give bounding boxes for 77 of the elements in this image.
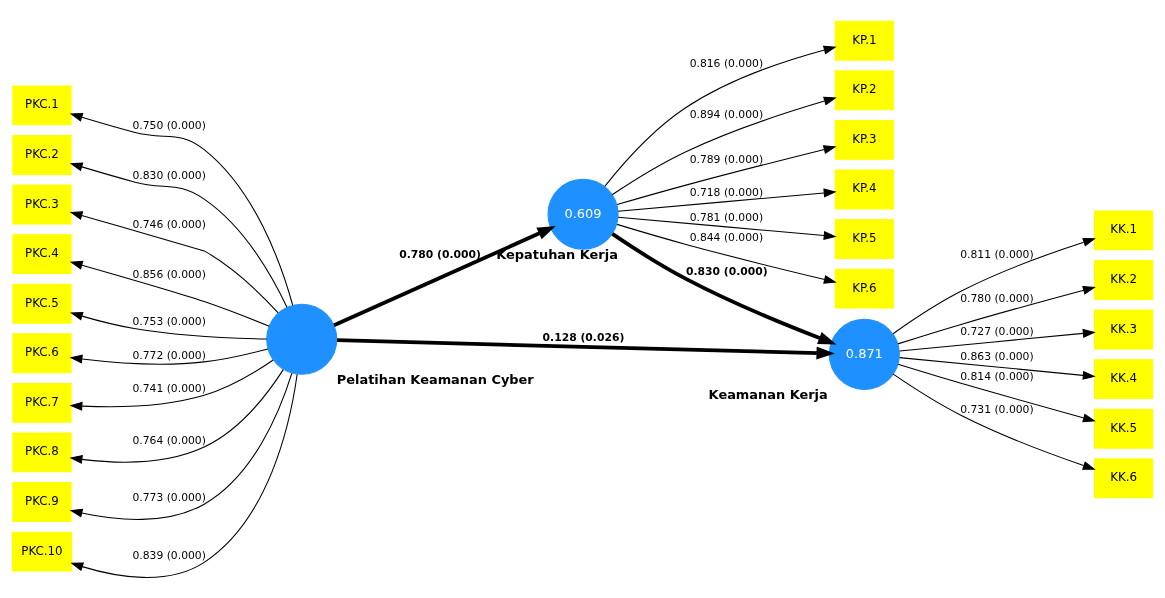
edge-label: 0.731 (0.000) bbox=[960, 402, 1034, 416]
arrow bbox=[337, 337, 835, 359]
node-box: KP.2 bbox=[834, 69, 894, 110]
node-box: PKC.4 bbox=[12, 233, 72, 274]
node-box: PKC.8 bbox=[12, 432, 72, 472]
node-box: KK.4 bbox=[1093, 358, 1154, 399]
arrow bbox=[69, 260, 270, 327]
edge-label: 0.814 (0.000) bbox=[960, 369, 1034, 383]
edge-label: 0.718 (0.000) bbox=[689, 185, 764, 199]
arrow bbox=[897, 363, 1096, 422]
arrow bbox=[333, 225, 556, 327]
node-box: KP.5 bbox=[834, 218, 894, 259]
edge-label: 0.753 (0.000) bbox=[132, 314, 206, 328]
arrow bbox=[617, 187, 837, 212]
edge-label: 0.839 (0.000) bbox=[132, 548, 206, 562]
node-box: KK.6 bbox=[1093, 457, 1154, 498]
node-box: KP.1 bbox=[834, 20, 894, 61]
edge-label: 0.746 (0.000) bbox=[132, 217, 206, 231]
edge-label: 0.780 (0.000) bbox=[960, 291, 1034, 305]
edge-label: 0.856 (0.000) bbox=[132, 267, 206, 281]
edge-label: 0.844 (0.000) bbox=[689, 230, 764, 244]
arrow bbox=[892, 237, 1096, 334]
node-box: PKC.5 bbox=[12, 283, 72, 324]
arrow bbox=[892, 373, 1096, 470]
node-circle bbox=[266, 303, 338, 375]
edge-label: 0.830 (0.000) bbox=[132, 168, 206, 182]
node-box: KK.2 bbox=[1093, 259, 1154, 300]
node-box: PKC.10 bbox=[11, 531, 73, 571]
edge-label: 0.894 (0.000) bbox=[689, 107, 764, 121]
node-box: KP.4 bbox=[834, 169, 894, 209]
node-box: KP.3 bbox=[834, 119, 894, 160]
edge-label: 0.789 (0.000) bbox=[689, 152, 764, 165]
node-box: KK.3 bbox=[1093, 309, 1154, 349]
arrow bbox=[69, 359, 274, 411]
node-box: KP.6 bbox=[834, 268, 894, 309]
arrow bbox=[69, 162, 288, 308]
arrow bbox=[611, 96, 837, 195]
edge-label: 0.764 (0.000) bbox=[132, 433, 206, 447]
edge-label: 0.750 (0.000) bbox=[132, 118, 206, 132]
arrow bbox=[69, 210, 279, 313]
arrow bbox=[897, 285, 1096, 344]
edge-label: 0.741 (0.000) bbox=[132, 381, 206, 395]
edge-label: 0.772 (0.000) bbox=[132, 348, 206, 362]
arrow bbox=[69, 368, 284, 464]
edge-label: 0.781 (0.000) bbox=[689, 210, 764, 224]
arrow bbox=[611, 231, 837, 345]
arrow bbox=[69, 347, 269, 365]
arrow bbox=[69, 112, 294, 306]
edge-label: 0.830 (0.000) bbox=[685, 264, 768, 278]
arrow bbox=[899, 356, 1096, 380]
node-circle: 0.609 bbox=[547, 178, 619, 250]
arrow bbox=[69, 372, 293, 520]
arrow bbox=[604, 45, 837, 187]
arrow bbox=[616, 223, 837, 284]
edge-label: 0.816 (0.000) bbox=[689, 56, 764, 70]
edge-label: 0.128 (0.026) bbox=[542, 330, 625, 344]
node-box: KK.5 bbox=[1093, 408, 1154, 449]
node-box: PKC.2 bbox=[12, 134, 72, 175]
edge-label: 0.863 (0.000) bbox=[960, 349, 1034, 363]
node-label: Keamanan Kerja bbox=[708, 386, 828, 402]
edge-label: 0.811 (0.000) bbox=[960, 247, 1034, 261]
node-label: Pelatihan Keamanan Cyber bbox=[336, 371, 534, 387]
edge-label: 0.773 (0.000) bbox=[132, 490, 206, 504]
arrow bbox=[69, 311, 268, 340]
node-box: PKC.6 bbox=[12, 332, 72, 373]
node-box: PKC.1 bbox=[12, 84, 72, 125]
node-box: PKC.9 bbox=[12, 481, 72, 522]
node-circle: 0.871 bbox=[828, 318, 900, 390]
edge-label: 0.727 (0.000) bbox=[960, 324, 1034, 338]
arrow bbox=[617, 216, 837, 240]
node-box: PKC.7 bbox=[12, 382, 72, 423]
node-box: PKC.3 bbox=[12, 184, 72, 224]
node-box: KK.1 bbox=[1093, 209, 1154, 250]
edge-label: 0.780 (0.000) bbox=[399, 247, 481, 261]
arrow bbox=[616, 144, 837, 205]
arrow bbox=[70, 373, 298, 578]
arrow bbox=[899, 328, 1096, 352]
